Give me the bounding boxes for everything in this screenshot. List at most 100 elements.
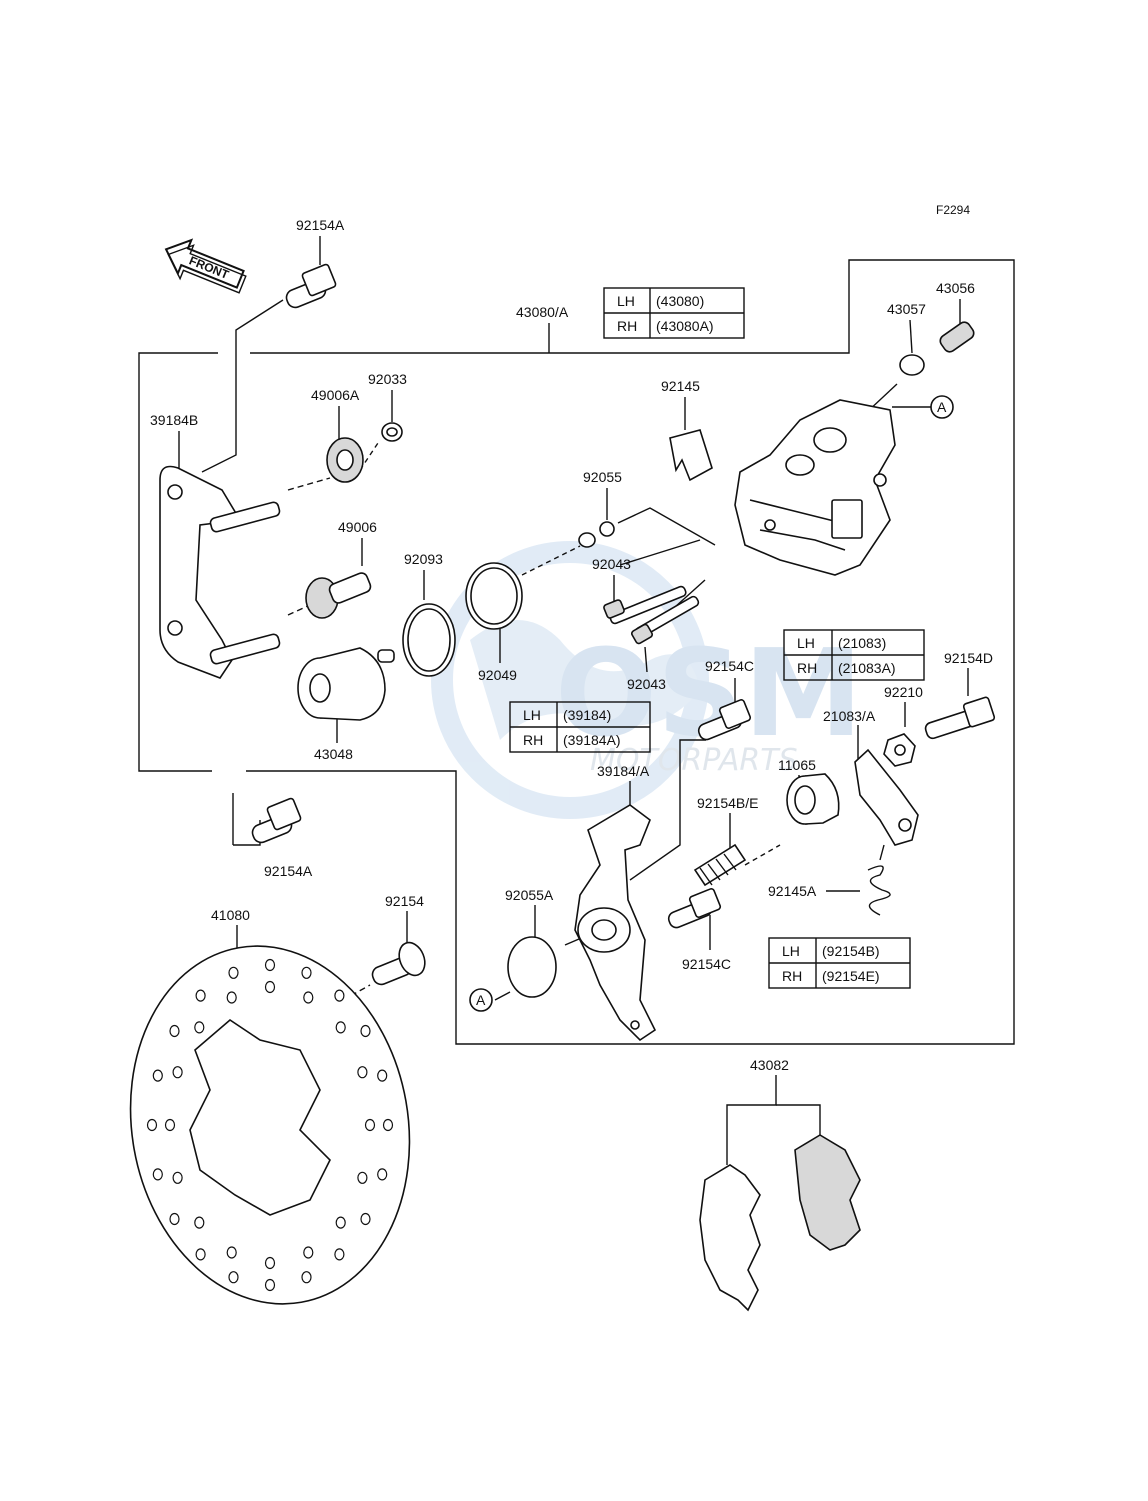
table-21083: LH (21083) RH (21083A)	[783, 629, 925, 681]
table-21083-r0c0: LH	[797, 635, 815, 651]
bracket-39184B[interactable]	[159, 465, 281, 679]
label-43057: 43057	[887, 301, 926, 317]
table-39184-r0c0: LH	[523, 707, 541, 723]
label-92154: 92154	[385, 893, 424, 909]
bolt-92154A-top[interactable]	[284, 263, 337, 310]
table-43080-r0c1: (43080)	[656, 293, 704, 309]
lever-39184A[interactable]	[574, 804, 657, 1042]
disc-hole	[377, 1168, 388, 1181]
table-39184-r1c1: (39184A)	[563, 732, 621, 748]
disc-hole	[382, 1118, 394, 1132]
label-92043-a: 92043	[592, 556, 631, 572]
disc-hole	[228, 1271, 239, 1284]
bearing-11065[interactable]	[786, 773, 840, 825]
label-92154A-top: 92154A	[296, 217, 345, 233]
boot-49006A[interactable]	[326, 437, 364, 483]
figure-code: F2294	[936, 203, 970, 217]
callout-a-bottom-text: A	[476, 992, 486, 1008]
table-43080-r0c0: LH	[617, 293, 635, 309]
disc-holes	[146, 958, 394, 1292]
table-43080: LH (43080) RH (43080A)	[603, 287, 745, 339]
watermark: OSM MOTORPARTS	[431, 541, 863, 819]
label-92145A: 92145A	[768, 883, 817, 899]
label-92055: 92055	[583, 469, 622, 485]
watermark-brand: OSM	[555, 625, 863, 764]
label-21083A: 21083/A	[823, 708, 876, 724]
spring-92154BE[interactable]	[693, 843, 747, 887]
cap-43057[interactable]	[899, 354, 925, 376]
disc-hole	[195, 989, 206, 1002]
disc-hole	[264, 1278, 276, 1292]
piston-43048[interactable]	[297, 647, 395, 721]
nut-92210[interactable]	[883, 733, 916, 767]
lever-21083A[interactable]	[854, 748, 919, 846]
disc-hole	[264, 958, 276, 972]
spring-92145A[interactable]	[867, 844, 891, 916]
caliper-43080[interactable]	[734, 399, 896, 576]
disc-hole	[226, 1246, 237, 1259]
label-92154BE: 92154B/E	[697, 795, 759, 811]
disc-hole	[357, 1171, 368, 1184]
bleeder-valve-43056[interactable]	[938, 320, 976, 354]
table-92154-r1c1: (92154E)	[822, 968, 880, 984]
brake-disc-41080[interactable]	[103, 924, 437, 1326]
label-49006A: 49006A	[311, 387, 360, 403]
disc-hole	[334, 1248, 345, 1261]
label-43082: 43082	[750, 1057, 789, 1073]
bolt-92154C-bottom[interactable]	[667, 888, 722, 930]
label-43056: 43056	[936, 280, 975, 296]
disc-hole	[164, 1118, 176, 1132]
disc-hole	[152, 1069, 163, 1082]
label-92154C-bottom: 92154C	[682, 956, 731, 972]
table-43080-r1c0: RH	[617, 318, 637, 334]
disc-hole	[169, 1212, 180, 1226]
front-arrow-icon: FRONT	[164, 238, 247, 294]
disc-hole	[360, 1212, 371, 1226]
label-92055A: 92055A	[505, 887, 554, 903]
bolt-92154C-top[interactable]	[697, 699, 752, 742]
disc-hole	[194, 1216, 205, 1229]
disc-hole	[172, 1066, 183, 1079]
disc-hole	[364, 1118, 376, 1132]
boot-49006[interactable]	[305, 571, 372, 619]
clip-92145[interactable]	[669, 429, 713, 482]
table-92154-r1c0: RH	[782, 968, 802, 984]
table-39184-r1c0: RH	[523, 732, 543, 748]
label-41080: 41080	[211, 907, 250, 923]
label-92093: 92093	[404, 551, 443, 567]
seal-92055[interactable]	[578, 521, 615, 548]
label-11065: 11065	[778, 757, 816, 773]
disc-hole	[264, 980, 276, 994]
table-92154: LH (92154B) RH (92154E)	[768, 937, 911, 989]
callout-a-bottom: A	[469, 988, 493, 1012]
disc-hole	[335, 1021, 346, 1034]
disc-hole	[194, 1021, 205, 1034]
watermark-sub: MOTORPARTS	[590, 743, 798, 778]
disc-hole	[228, 966, 239, 979]
table-92154-r0c0: LH	[782, 943, 800, 959]
disc-hole	[152, 1168, 163, 1181]
part-labels: 92154A 43080/A 43056 43057 92033 49006A …	[150, 217, 993, 1073]
disc-hole	[195, 1248, 206, 1261]
bolt-92154A-bottom[interactable]	[250, 797, 302, 845]
bolt-92154[interactable]	[370, 939, 429, 987]
table-43080-r1c1: (43080A)	[656, 318, 714, 334]
bolt-92154D[interactable]	[924, 696, 996, 740]
pin-92043-b[interactable]	[631, 595, 700, 645]
brake-pad-43082-right[interactable]	[794, 1134, 861, 1251]
disc-hole	[146, 1118, 158, 1132]
seal-92049[interactable]	[465, 562, 523, 630]
callout-a-top: A	[930, 395, 954, 419]
label-39184B: 39184B	[150, 412, 198, 428]
pin-92043-a[interactable]	[603, 585, 687, 625]
seal-92093[interactable]	[402, 603, 456, 677]
assembly-frame	[138, 259, 1015, 1045]
disc-hole	[172, 1171, 183, 1184]
brake-pad-43082-left[interactable]	[699, 1164, 761, 1312]
seal-92033[interactable]	[381, 422, 403, 442]
label-43048: 43048	[314, 746, 353, 762]
table-92154-r0c1: (92154B)	[822, 943, 880, 959]
oring-92055A[interactable]	[507, 936, 557, 998]
table-39184: LH (39184) RH (39184A)	[509, 701, 651, 753]
